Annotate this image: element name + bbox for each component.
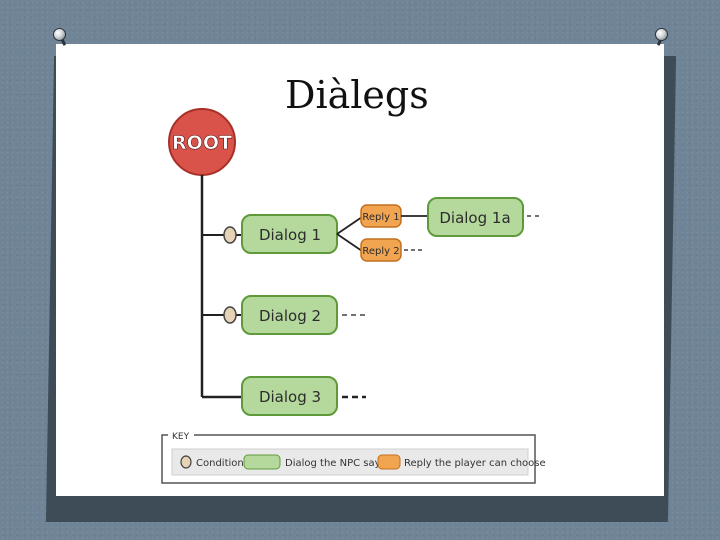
dialog-node-2-label: Dialog 2	[259, 307, 321, 325]
key-reply-swatch	[378, 455, 400, 469]
connector-reply-1	[337, 217, 362, 234]
key-condition-label: Condition	[196, 458, 244, 469]
key-title: KEY	[172, 432, 190, 442]
reply-node-1-label: Reply 1	[362, 212, 399, 223]
connector-reply-2	[337, 234, 362, 251]
dialog-node-3-label: Dialog 3	[259, 388, 321, 406]
condition-marker-dialog-1	[224, 227, 236, 243]
key-dialog-swatch	[244, 455, 280, 469]
key-condition-icon	[181, 456, 191, 468]
dialog-node-1-label: Dialog 1	[259, 226, 321, 244]
dialog-node-1a-label: Dialog 1a	[439, 209, 510, 227]
condition-marker-dialog-2	[224, 307, 236, 323]
root-label: ROOT	[172, 132, 232, 154]
key-reply-label: Reply the player can choose	[404, 458, 546, 469]
key-dialog-label: Dialog the NPC says	[285, 458, 386, 469]
reply-node-2-label: Reply 2	[362, 246, 399, 257]
